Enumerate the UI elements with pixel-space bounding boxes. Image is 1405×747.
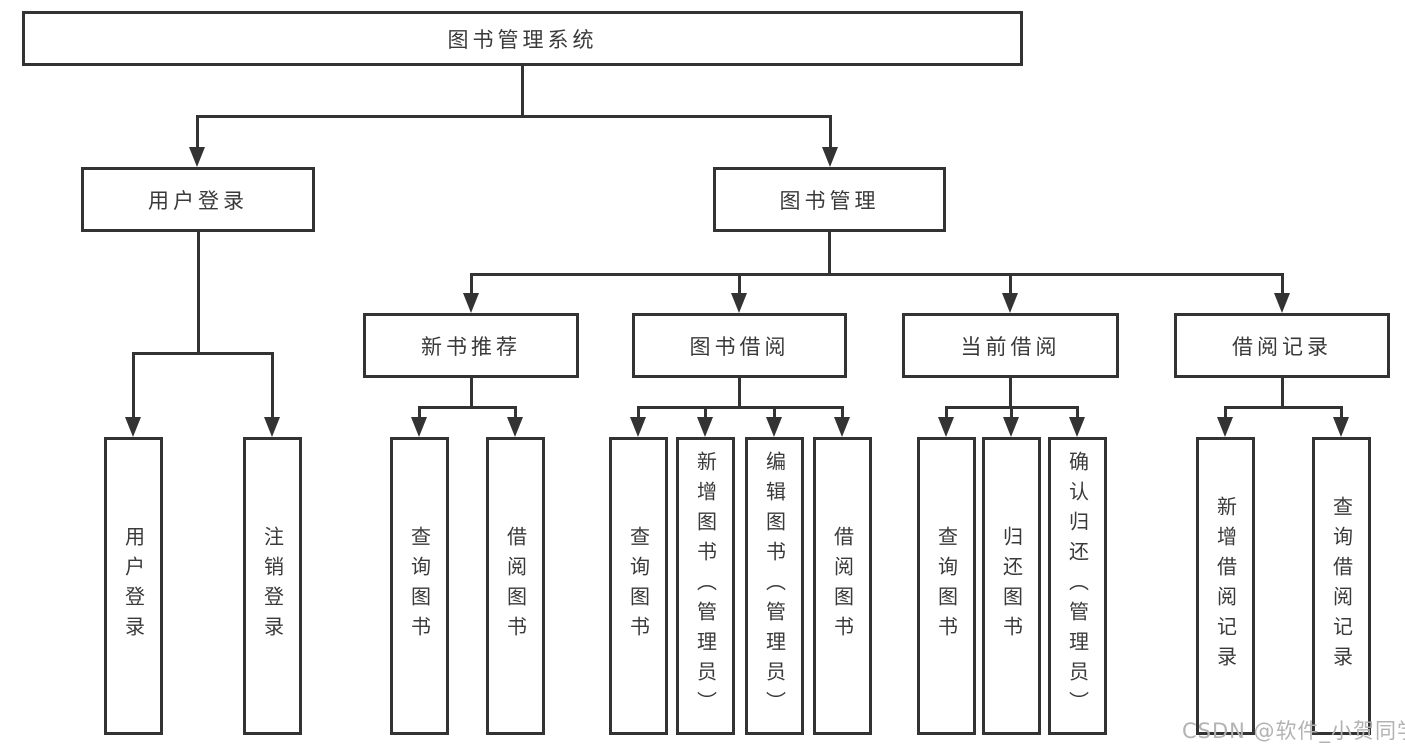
- leaf-query-books-borrow: 查询图书: [609, 437, 668, 735]
- connector-vline: [197, 232, 200, 352]
- node-current-borrow: 当前借阅: [902, 313, 1119, 378]
- node-book-borrow-label: 图书借阅: [689, 334, 790, 359]
- leaf-user-login: 用户登录: [104, 437, 163, 735]
- node-root-label: 图书管理系统: [447, 27, 598, 52]
- connector-vline: [1010, 406, 1013, 418]
- leaf-query-books-recommend: 查询图书: [390, 437, 449, 735]
- connector-vline: [418, 406, 421, 418]
- connector-vline: [196, 115, 199, 148]
- node-borrow-records: 借阅记录: [1174, 313, 1390, 378]
- node-user-login-label: 用户登录: [148, 188, 248, 213]
- connector-vline: [1281, 378, 1284, 408]
- connector-vline: [829, 115, 832, 148]
- leaf-confirm-return-admin-label: 确认归还（管理员）: [1065, 451, 1090, 721]
- leaf-query-books-borrow-label: 查询图书: [626, 526, 651, 646]
- leaf-query-borrow-record: 查询借阅记录: [1312, 437, 1371, 735]
- leaf-add-books-admin: 新增图书（管理员）: [676, 437, 735, 735]
- connector-vline: [1076, 406, 1079, 418]
- connector-vline: [738, 273, 741, 294]
- arrow-down-icon: [1333, 417, 1349, 437]
- connector-vline: [841, 406, 844, 418]
- watermark: CSDN @软件_小贺同学: [1182, 719, 1405, 743]
- arrow-down-icon: [125, 417, 141, 437]
- connector-vline: [828, 232, 831, 273]
- arrow-down-icon: [938, 417, 954, 437]
- connector-vline: [521, 66, 524, 115]
- leaf-borrow-books-borrow: 借阅图书: [813, 437, 872, 735]
- connector-vline: [514, 406, 517, 418]
- node-book-borrow: 图书借阅: [632, 313, 847, 378]
- connector-hline: [637, 406, 844, 409]
- connector-vline: [470, 273, 473, 294]
- leaf-edit-books-admin-label: 编辑图书（管理员）: [762, 451, 787, 721]
- arrow-down-icon: [697, 417, 713, 437]
- leaf-query-books-recommend-label: 查询图书: [407, 526, 432, 646]
- node-root: 图书管理系统: [22, 11, 1023, 66]
- node-new-book-recommend-label: 新书推荐: [421, 334, 521, 359]
- leaf-query-books-current: 查询图书: [917, 437, 976, 735]
- leaf-borrow-books-borrow-label: 借阅图书: [830, 526, 855, 646]
- arrow-down-icon: [1217, 417, 1233, 437]
- connector-vline: [773, 406, 776, 418]
- arrow-down-icon: [463, 293, 479, 313]
- leaf-edit-books-admin: 编辑图书（管理员）: [745, 437, 804, 735]
- arrow-down-icon: [1002, 293, 1018, 313]
- leaf-add-books-admin-label: 新增图书（管理员）: [693, 451, 718, 721]
- connector-vline: [738, 378, 741, 408]
- connector-vline: [945, 406, 948, 418]
- node-borrow-records-label: 借阅记录: [1232, 334, 1332, 359]
- node-new-book-recommend: 新书推荐: [363, 313, 579, 378]
- arrow-down-icon: [1274, 293, 1290, 313]
- connector-hline: [418, 406, 517, 409]
- node-book-management-label: 图书管理: [779, 188, 880, 213]
- leaf-logout-login-label: 注销登录: [260, 526, 285, 646]
- leaf-confirm-return-admin: 确认归还（管理员）: [1048, 437, 1107, 735]
- arrow-down-icon: [1069, 417, 1085, 437]
- connector-hline: [196, 115, 832, 118]
- connector-vline: [1281, 273, 1284, 294]
- arrow-down-icon: [411, 417, 427, 437]
- arrow-down-icon: [834, 417, 850, 437]
- connector-vline: [1224, 406, 1227, 418]
- connector-hline: [1224, 406, 1343, 409]
- connector-vline: [470, 378, 473, 408]
- connector-vline: [1340, 406, 1343, 418]
- leaf-add-borrow-record-label: 新增借阅记录: [1213, 496, 1238, 676]
- arrow-down-icon: [264, 417, 280, 437]
- arrow-down-icon: [731, 293, 747, 313]
- arrow-down-icon: [822, 147, 838, 167]
- connector-vline: [1009, 378, 1012, 408]
- connector-vline: [1009, 273, 1012, 294]
- leaf-return-books-label: 归还图书: [999, 526, 1024, 646]
- leaf-return-books: 归还图书: [982, 437, 1041, 735]
- leaf-logout-login: 注销登录: [243, 437, 302, 735]
- leaf-query-books-current-label: 查询图书: [934, 526, 959, 646]
- leaf-borrow-books-recommend-label: 借阅图书: [503, 526, 528, 646]
- connector-vline: [132, 352, 135, 417]
- arrow-down-icon: [1003, 417, 1019, 437]
- leaf-add-borrow-record: 新增借阅记录: [1196, 437, 1255, 735]
- arrow-down-icon: [630, 417, 646, 437]
- connector-hline: [470, 273, 1283, 276]
- arrow-down-icon: [766, 417, 782, 437]
- connector-vline: [704, 406, 707, 418]
- connector-hline: [132, 352, 274, 355]
- leaf-borrow-books-recommend: 借阅图书: [486, 437, 545, 735]
- connector-vline: [637, 406, 640, 418]
- leaf-user-login-label: 用户登录: [121, 526, 146, 646]
- node-user-login: 用户登录: [81, 167, 315, 232]
- node-book-management: 图书管理: [713, 167, 946, 232]
- arrow-down-icon: [189, 147, 205, 167]
- connector-vline: [271, 352, 274, 417]
- leaf-query-borrow-record-label: 查询借阅记录: [1329, 496, 1354, 676]
- arrow-down-icon: [507, 417, 523, 437]
- node-current-borrow-label: 当前借阅: [960, 334, 1061, 359]
